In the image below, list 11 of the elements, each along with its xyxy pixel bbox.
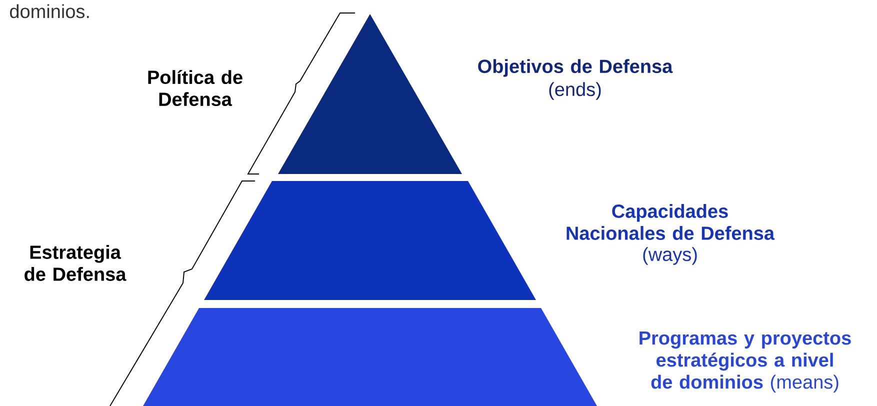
tier-label: Programas y proyectos estratégicos a nivel de dominios (means) xyxy=(640,332,851,392)
tier-label: Objetivos de Defensa xyxy=(478,59,673,77)
side-label: Política de Defensa xyxy=(148,70,242,106)
pyramid-tier xyxy=(278,14,462,174)
side-label: dominios. xyxy=(10,4,89,18)
tier-label: (ends) xyxy=(549,82,601,100)
pyramid-tier xyxy=(143,308,597,406)
tier-label: (ways) xyxy=(643,247,697,265)
side-label: Estrategia de Defensa xyxy=(24,245,126,281)
tier-label: Capacidades Nacionales de Defensa xyxy=(566,204,775,240)
pyramid-tier xyxy=(204,180,536,300)
